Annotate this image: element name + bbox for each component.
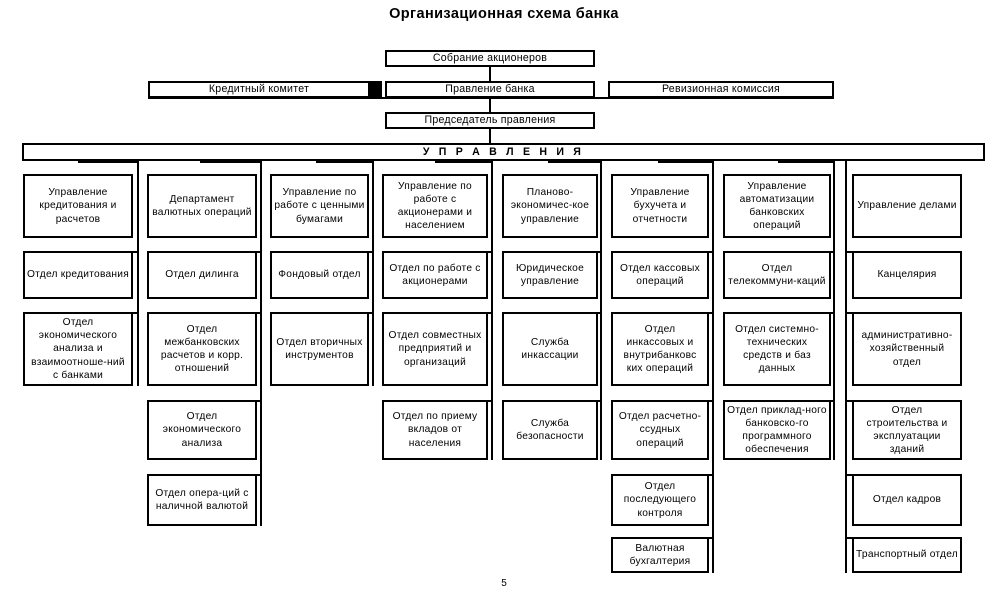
connector-col2-trunk — [260, 161, 263, 526]
col1-head-box: Управление кредитования и расчетов — [23, 174, 133, 238]
col8-item-4: Транспортный отдел — [852, 537, 962, 573]
col3-item-0: Фондовый отдел — [270, 251, 369, 299]
connector-col4-to-head — [435, 161, 492, 164]
connector-shareholders-to-board — [489, 67, 491, 81]
connector-col3-to-head — [316, 161, 373, 164]
col8-head-box: Управление делами — [852, 174, 962, 238]
col4-item-1: Отдел совместных предприятий и организац… — [382, 312, 488, 386]
col2-item-1: Отдел межбанковских расчетов и корр. отн… — [147, 312, 257, 386]
col2-head-box: Департамент валютных операций — [147, 174, 257, 238]
connector-col6-trunk — [712, 161, 715, 573]
connector-col5-trunk — [600, 161, 603, 460]
connector-col8-item1 — [845, 312, 855, 315]
col3-head-box: Управление по работе с ценными бумагами — [270, 174, 369, 238]
connector-col8-item2 — [845, 400, 855, 403]
connector-col5-to-head — [548, 161, 602, 164]
col4-head-box: Управление по работе с акционерами и нас… — [382, 174, 488, 238]
col6-item-1: Отдел инкассовых и внутрибанковс ких опе… — [611, 312, 709, 386]
connector-col8-item3 — [845, 474, 855, 477]
connector-col8-trunk — [845, 161, 848, 573]
box-bank-board: Правление банка — [385, 81, 595, 98]
col5-item-0: Юридическое управление — [502, 251, 598, 299]
connector-col8-item4 — [845, 537, 855, 540]
col2-item-2: Отдел экономического анализа — [147, 400, 257, 460]
col2-item-0: Отдел дилинга — [147, 251, 257, 299]
col8-item-3: Отдел кадров — [852, 474, 962, 526]
col5-head-box: Планово-экономичес-кое управление — [502, 174, 598, 238]
col6-item-3: Отдел последующего контроля — [611, 474, 709, 526]
connector-credit-committee-marker — [370, 81, 382, 98]
box-shareholders-meeting: Собрание акционеров — [385, 50, 595, 67]
connector-col2-to-head — [200, 161, 261, 164]
col8-item-2: Отдел строительства и эксплуатации здани… — [852, 400, 962, 460]
page-title: Организационная схема банка — [389, 6, 619, 22]
connector-board-to-chairman — [489, 98, 491, 112]
col4-item-2: Отдел по приему вкладов от населения — [382, 400, 488, 460]
box-credit-committee: Кредитный комитет — [148, 81, 370, 98]
connector-col7-trunk — [833, 161, 836, 460]
col6-item-4: Валютная бухгалтерия — [611, 537, 709, 573]
connector-col1-trunk — [137, 161, 140, 386]
col4-item-0: Отдел по работе с акционерами — [382, 251, 488, 299]
col7-head-box: Управление автоматизации банковских опер… — [723, 174, 831, 238]
col7-item-1: Отдел системно-технических средств и баз… — [723, 312, 831, 386]
col5-item-2: Служба безопасности — [502, 400, 598, 460]
col3-item-1: Отдел вторичных инструментов — [270, 312, 369, 386]
box-audit-commission: Ревизионная комиссия — [608, 81, 834, 98]
connector-chairman-to-banner — [489, 129, 491, 143]
connector-col8-item0 — [845, 251, 855, 254]
page-number: 5 — [501, 578, 507, 589]
col6-item-2: Отдел расчетно-ссудных операций — [611, 400, 709, 460]
connector-col3-trunk — [372, 161, 375, 386]
connector-col1-to-head — [78, 161, 138, 164]
connector-col4-trunk — [491, 161, 494, 460]
col1-item-0: Отдел кредитования — [23, 251, 133, 299]
col6-head-box: Управление бухучета и отчетности — [611, 174, 709, 238]
connector-col7-to-head — [778, 161, 834, 164]
col5-item-1: Служба инкассации — [502, 312, 598, 386]
col1-item-1: Отдел экономического анализа и взаимоотн… — [23, 312, 133, 386]
col7-item-2: Отдел приклад-ного банковско-го программ… — [723, 400, 831, 460]
col8-item-0: Канцелярия — [852, 251, 962, 299]
banner-upravleniya: У П Р А В Л Е Н И Я — [22, 143, 985, 161]
box-chairman: Председатель правления — [385, 112, 595, 129]
col7-item-0: Отдел телекоммуни-каций — [723, 251, 831, 299]
col8-item-1: административно-хозяйственный отдел — [852, 312, 962, 386]
col2-item-3: Отдел опера-ций с наличной валютой — [147, 474, 257, 526]
connector-col6-to-head — [658, 161, 713, 164]
col6-item-0: Отдел кассовых операций — [611, 251, 709, 299]
